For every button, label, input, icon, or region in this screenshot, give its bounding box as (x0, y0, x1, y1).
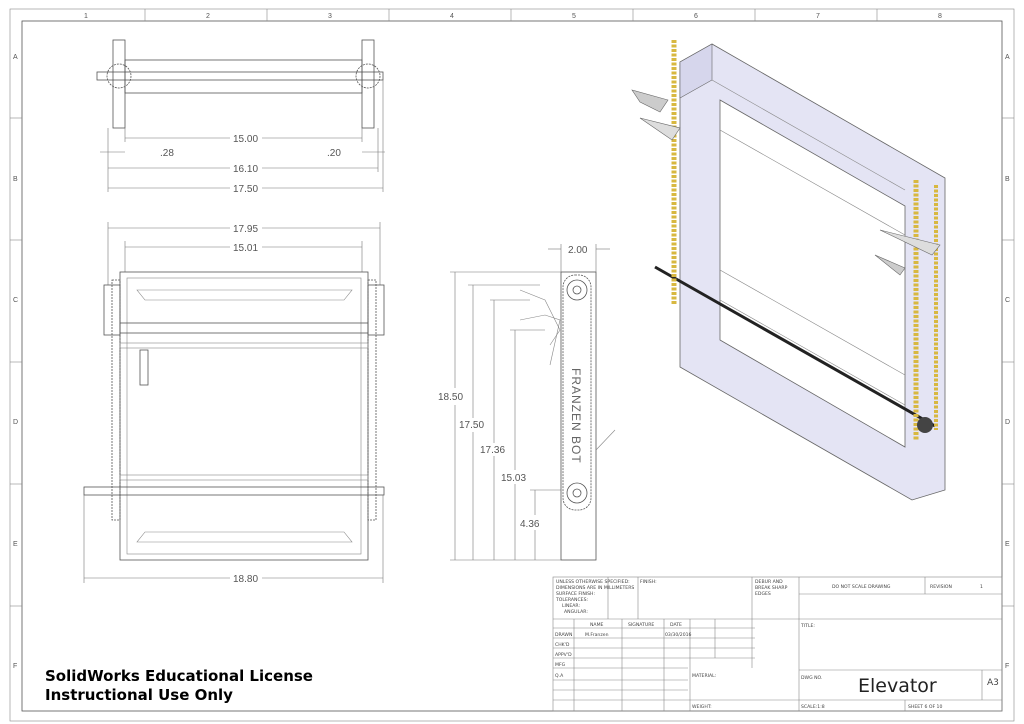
tb-header: NAME (590, 622, 604, 628)
row-label: E (1005, 541, 1010, 548)
tb-revision-label: REVISION (930, 584, 952, 590)
tb-row-label: Q.A (555, 673, 564, 679)
top-view: 15.00 .28 .20 16.10 17.50 (96, 39, 385, 195)
dimension-label: 18.50 (438, 392, 463, 403)
dimension-label: 15.00 (233, 134, 258, 145)
outer-border (9, 8, 1015, 722)
dimension-label: 2.00 (568, 245, 588, 256)
tb-note: SURFACE FINISH: (556, 591, 595, 597)
row-label: F (1005, 663, 1009, 670)
column-label: 2 (206, 13, 210, 20)
tb-header: SIGNATURE (628, 622, 654, 628)
tb-row-label: DRAWN (555, 632, 572, 638)
tb-weight: WEIGHT: (692, 704, 712, 710)
inner-border (21, 20, 1003, 712)
column-label: 1 (84, 13, 88, 20)
tb-finish: FINISH: (640, 579, 657, 585)
tb-deburr: EDGES (755, 591, 771, 597)
dimension-label: 15.03 (501, 473, 526, 484)
tb-drawn-name: M.Franzen (585, 632, 609, 638)
dimension-label: 15.01 (233, 243, 258, 254)
tb-dwg-no-label: DWG NO. (801, 675, 822, 681)
side-view: FRANZEN BOT 2.00 18.50 17.50 17.36 15.03… (438, 244, 616, 561)
column-label: 5 (572, 13, 576, 20)
tb-dwg-no: Elevator (858, 675, 937, 697)
front-view: 17.95 15.01 18.80 (83, 222, 385, 585)
tb-sheet: SHEET 6 OF 10 (908, 704, 942, 710)
column-label: 3 (328, 13, 332, 20)
dimension-label: 17.50 (233, 184, 258, 195)
dimension-label: 17.95 (233, 224, 258, 235)
zone-ticks (10, 9, 1014, 607)
watermark-line-2: Instructional Use Only (45, 686, 233, 704)
tb-row-label: MFG (555, 662, 566, 668)
row-label: E (13, 541, 18, 548)
dimension-label: 16.10 (233, 164, 258, 175)
tb-revision: 1 (980, 584, 983, 590)
tb-size: A3 (987, 678, 999, 688)
tb-note: TOLERANCES: (555, 597, 588, 603)
row-label: C (13, 297, 18, 304)
tb-note: LINEAR: (562, 603, 580, 609)
tb-row-label: APPV'D (555, 652, 572, 658)
tb-do-not-scale: DO NOT SCALE DRAWING (832, 584, 891, 590)
row-label: B (13, 176, 18, 183)
row-label: F (13, 663, 17, 670)
tb-title-label: TITLE: (800, 623, 815, 629)
tb-drawn-date: 03/30/2016 (665, 632, 692, 638)
tb-deburr: BREAK SHARP (755, 585, 788, 591)
row-label: B (1005, 176, 1010, 183)
tb-deburr: DEBUR AND (755, 579, 783, 585)
dimension-label: .28 (160, 148, 174, 159)
column-label: 6 (694, 13, 698, 20)
dimension-label: .20 (327, 148, 341, 159)
column-label: 8 (938, 13, 942, 20)
title-block: UNLESS OTHERWISE SPECIFIED: DIMENSIONS A… (552, 576, 1003, 712)
tb-note: DIMENSIONS ARE IN MILLIMETERS (556, 585, 634, 591)
column-label: 4 (450, 13, 454, 20)
dimension-label: 17.50 (459, 420, 484, 431)
tb-note: ANGULAR: (564, 609, 588, 615)
row-label: D (13, 419, 18, 426)
tb-material: MATERIAL: (692, 673, 717, 679)
row-label: A (13, 54, 18, 61)
row-label: A (1005, 54, 1010, 61)
engraving-text: FRANZEN BOT (569, 368, 583, 464)
dimension-label: 17.36 (480, 445, 505, 456)
column-labels: 1 2 3 4 5 6 7 8 (84, 13, 942, 20)
row-label: D (1005, 419, 1010, 426)
watermark-line-1: SolidWorks Educational License (45, 667, 313, 685)
row-labels: A B C D E F A B C D E F (13, 54, 1010, 670)
tb-header: DATE (670, 622, 682, 628)
tb-row-label: CHK'D (555, 642, 570, 648)
tb-scale: SCALE:1:8 (801, 704, 825, 710)
row-label: C (1005, 297, 1010, 304)
dimension-label: 18.80 (233, 574, 258, 585)
column-label: 7 (816, 13, 820, 20)
isometric-view (631, 40, 946, 501)
tb-note: UNLESS OTHERWISE SPECIFIED: (556, 579, 630, 585)
dimension-label: 4.36 (520, 519, 540, 530)
